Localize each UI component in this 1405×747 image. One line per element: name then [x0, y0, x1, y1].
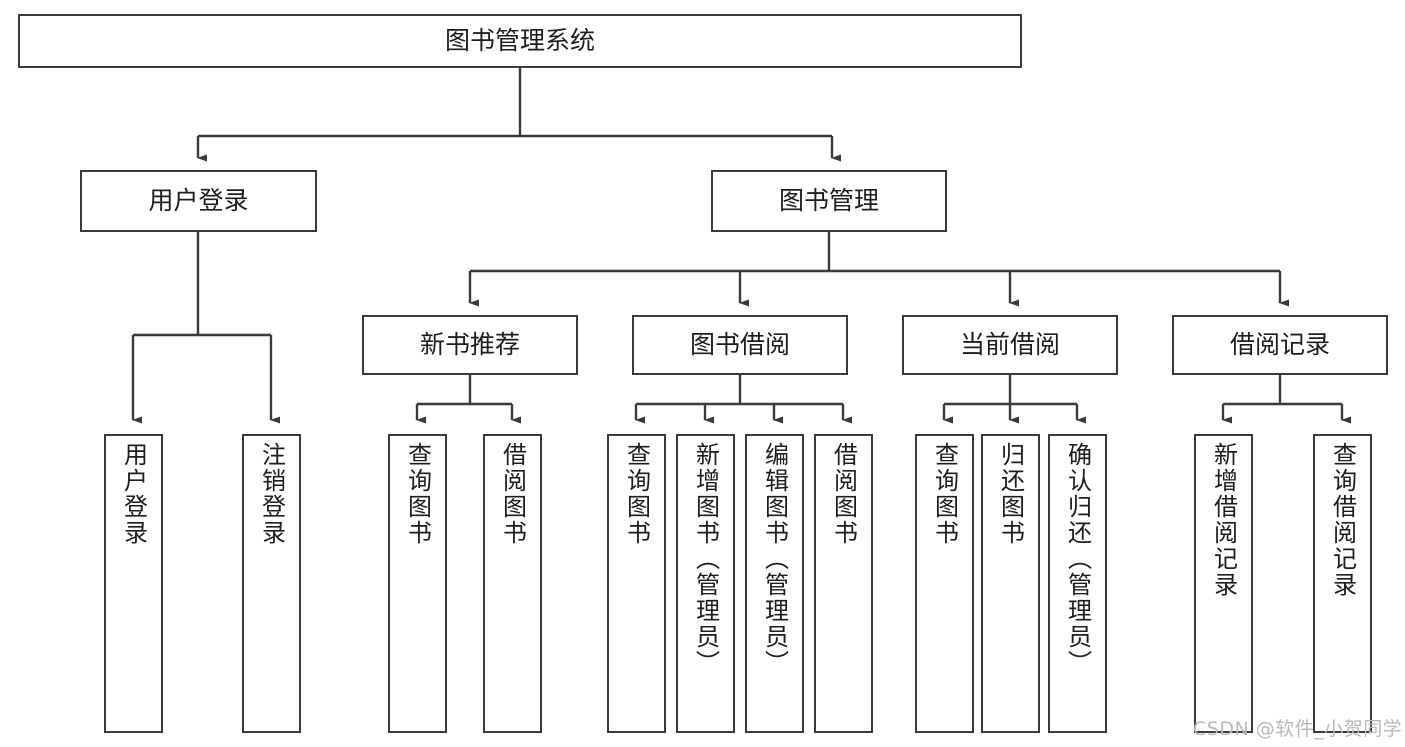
node-book-borrow[interactable]: 图书借阅 — [632, 315, 848, 375]
node-leaf-borrow-book-1[interactable]: 借阅图书 — [483, 434, 542, 733]
node-leaf-query-book-2[interactable]: 查询图书 — [607, 434, 666, 733]
node-label: 确认归还（管理员） — [1063, 442, 1092, 676]
node-label: 当前借阅 — [959, 330, 1060, 360]
node-label: 借阅记录 — [1229, 330, 1330, 360]
node-borrow-record[interactable]: 借阅记录 — [1172, 315, 1388, 375]
node-label: 图书借阅 — [689, 330, 790, 360]
node-label: 图书管理 — [778, 186, 879, 216]
node-label: 查询图书 — [622, 442, 651, 546]
node-leaf-query-book-3[interactable]: 查询图书 — [915, 434, 974, 733]
node-leaf-user-login[interactable]: 用户登录 — [104, 434, 163, 733]
node-label: 用户登录 — [119, 442, 148, 546]
node-label: 编辑图书（管理员） — [760, 442, 789, 676]
node-label: 借阅图书 — [498, 442, 527, 546]
node-label: 用户登录 — [148, 186, 249, 216]
node-leaf-return-book[interactable]: 归还图书 — [981, 434, 1040, 733]
node-leaf-add-borrow-record[interactable]: 新增借阅记录 — [1194, 434, 1253, 733]
node-leaf-query-book-1[interactable]: 查询图书 — [388, 434, 447, 733]
node-label: 归还图书 — [996, 442, 1025, 546]
node-current-borrow[interactable]: 当前借阅 — [902, 315, 1118, 375]
node-leaf-logout-login[interactable]: 注销登录 — [242, 434, 301, 733]
node-label: 新增借阅记录 — [1209, 442, 1238, 598]
node-leaf-confirm-return[interactable]: 确认归还（管理员） — [1048, 434, 1107, 733]
node-label: 新增图书（管理员） — [691, 442, 720, 676]
node-new-book-recommend[interactable]: 新书推荐 — [362, 315, 578, 375]
node-leaf-query-borrow-record[interactable]: 查询借阅记录 — [1313, 434, 1372, 733]
node-label: 注销登录 — [257, 442, 286, 546]
node-leaf-add-book[interactable]: 新增图书（管理员） — [676, 434, 735, 733]
node-leaf-borrow-book-2[interactable]: 借阅图书 — [814, 434, 873, 733]
node-label: 查询图书 — [403, 442, 432, 546]
node-label: 查询图书 — [930, 442, 959, 546]
csdn-watermark: CSDN @软件_小贺同学 — [1193, 718, 1403, 740]
node-label: 图书管理系统 — [444, 26, 595, 56]
node-user-login[interactable]: 用户登录 — [80, 170, 317, 232]
node-leaf-edit-book[interactable]: 编辑图书（管理员） — [745, 434, 804, 733]
node-label: 查询借阅记录 — [1328, 442, 1357, 598]
node-label: 借阅图书 — [829, 442, 858, 546]
node-root-system[interactable]: 图书管理系统 — [18, 14, 1022, 68]
node-book-manage[interactable]: 图书管理 — [711, 170, 947, 232]
node-label: 新书推荐 — [419, 330, 520, 360]
